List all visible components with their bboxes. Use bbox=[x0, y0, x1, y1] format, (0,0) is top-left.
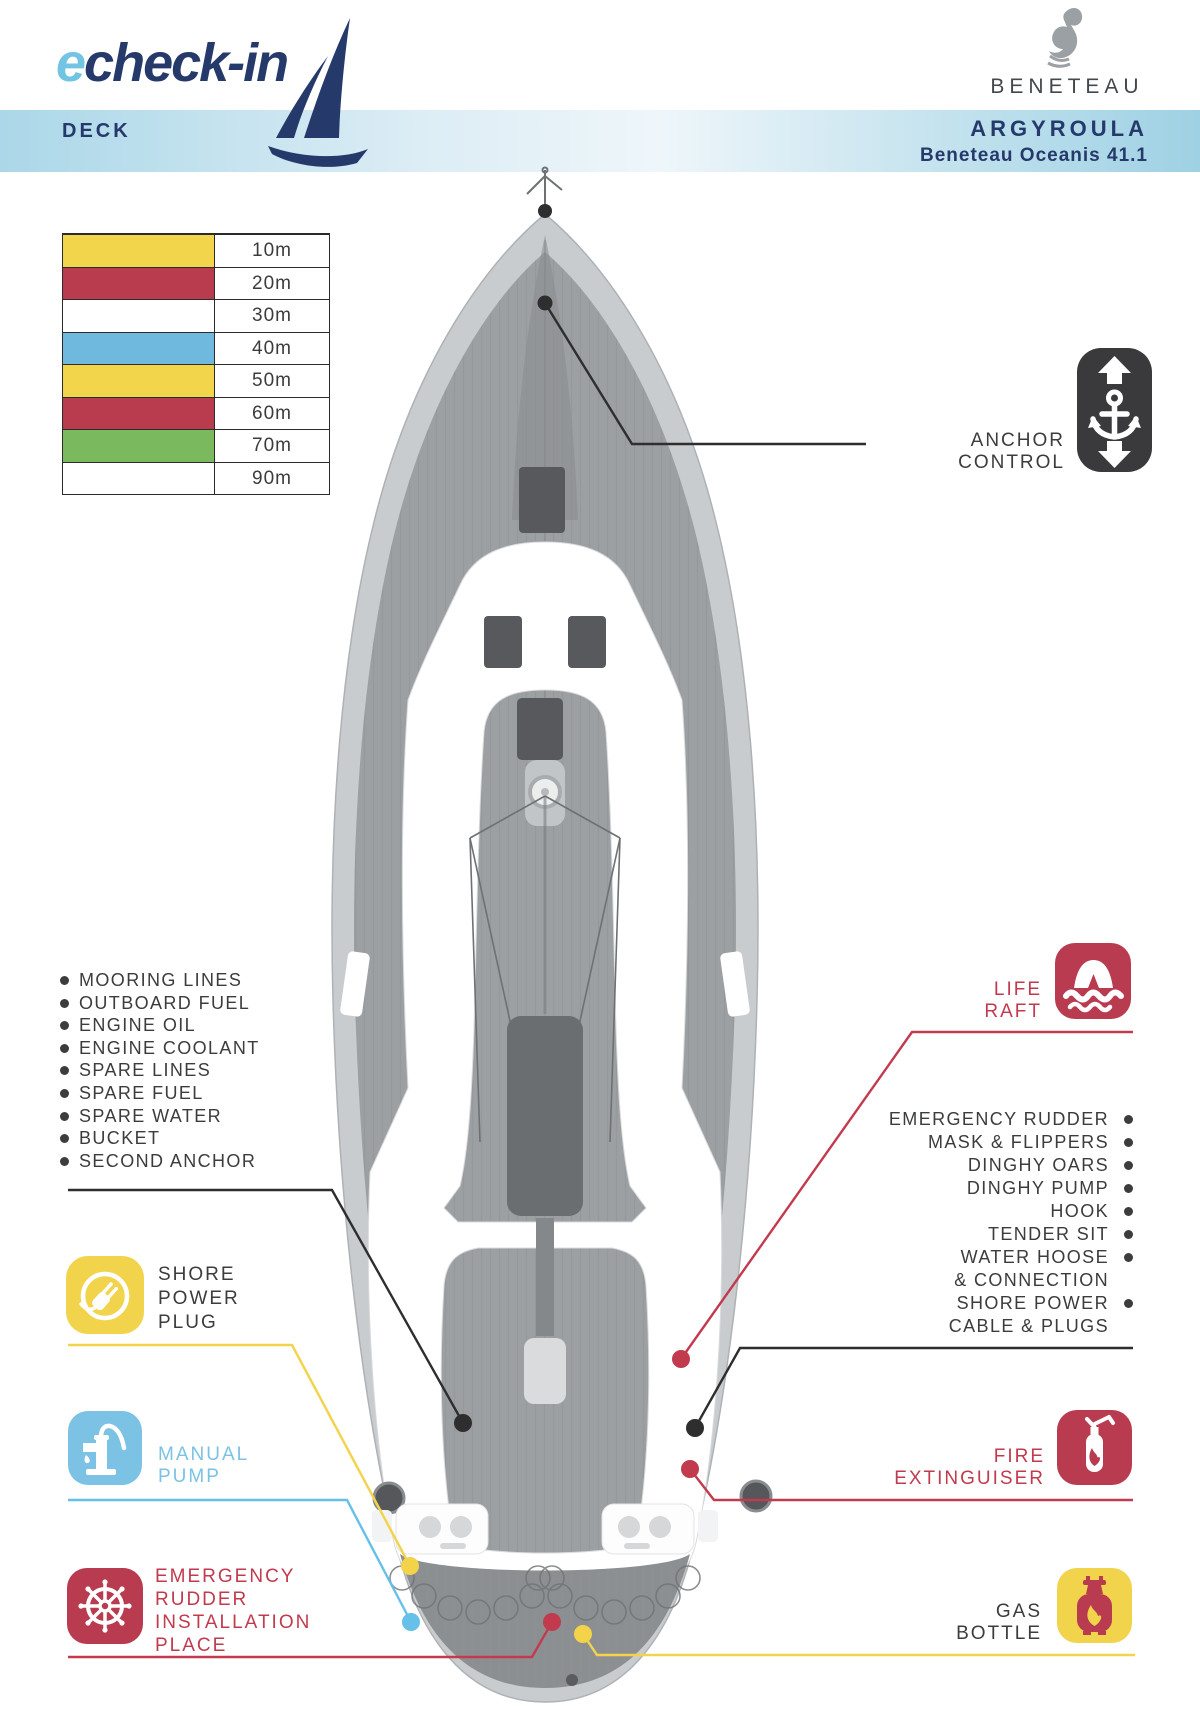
legend-row: 30m bbox=[63, 299, 329, 332]
inventory-item: SHORE POWER CABLE & PLUGS bbox=[889, 1292, 1133, 1338]
inventory-item: ENGINE COOLANT bbox=[60, 1037, 260, 1060]
legend-color-swatch bbox=[63, 300, 215, 332]
inventory-item: ENGINE OIL bbox=[60, 1014, 260, 1037]
boat-model: Beneteau Oceanis 41.1 bbox=[920, 145, 1148, 166]
legend-length-label: 10m bbox=[252, 240, 292, 261]
windex-icon bbox=[526, 166, 563, 208]
legend-length-label: 70m bbox=[252, 435, 292, 456]
inventory-item: HOOK bbox=[889, 1200, 1133, 1223]
legend-color-swatch bbox=[63, 430, 215, 462]
logo-e: e bbox=[56, 33, 86, 93]
inventory-item: MASK & FLIPPERS bbox=[889, 1131, 1133, 1154]
steering-wheels bbox=[389, 1565, 701, 1625]
life-raft-icon bbox=[1055, 943, 1131, 1019]
legend-length-label: 50m bbox=[252, 370, 292, 391]
legend-row: 10m bbox=[63, 234, 329, 267]
bullet-icon bbox=[1124, 1184, 1133, 1193]
inventory-item: SECOND ANCHOR bbox=[60, 1150, 260, 1173]
bullet-icon bbox=[60, 1156, 69, 1166]
cabin-hatch-left bbox=[484, 616, 522, 668]
bullet-icon bbox=[1124, 1253, 1133, 1262]
bullet-icon bbox=[1124, 1207, 1133, 1216]
bullet-icon bbox=[60, 1066, 69, 1076]
header-band bbox=[0, 110, 1200, 172]
bullet-icon bbox=[60, 976, 69, 985]
inventory-item: EMERGENCY RUDDER bbox=[889, 1108, 1133, 1131]
gas-bottle-icon bbox=[1057, 1568, 1132, 1643]
cabin-hatch-center bbox=[517, 698, 563, 760]
legend-row: 50m bbox=[63, 364, 329, 397]
helm-consoles bbox=[372, 1503, 718, 1555]
life-raft-label: LIFE RAFT bbox=[984, 979, 1042, 1022]
bullet-icon bbox=[60, 1111, 69, 1121]
fire-extinguisher-icon bbox=[1057, 1410, 1132, 1485]
page-title: DECK bbox=[62, 120, 131, 142]
echeckin-logo: echeck-in bbox=[56, 32, 289, 94]
bullet-icon bbox=[1124, 1115, 1133, 1124]
leader-lines bbox=[68, 302, 1135, 1659]
inventory-item: BUCKET bbox=[60, 1127, 260, 1150]
legend-length-label: 90m bbox=[252, 467, 292, 489]
inventory-item: SPARE WATER bbox=[60, 1105, 260, 1128]
inventory-item: MOORING LINES bbox=[60, 969, 260, 992]
logo-rest: check-in bbox=[84, 33, 289, 93]
inventory-item: DINGHY PUMP bbox=[889, 1177, 1133, 1200]
emergency-rudder-place-label: EMERGENCY RUDDER INSTALLATION PLACE bbox=[155, 1566, 312, 1656]
beneteau-seahorse-icon bbox=[1047, 7, 1083, 68]
bullet-icon bbox=[1124, 1161, 1133, 1170]
legend-row: 90m bbox=[63, 461, 329, 494]
inventory-item: WATER HOOSE & CONNECTION bbox=[889, 1246, 1133, 1292]
legend-row: 40m bbox=[63, 331, 329, 364]
bullet-icon bbox=[60, 1134, 69, 1144]
brand-name: BENETEAU bbox=[990, 75, 1144, 98]
legend-color-swatch bbox=[63, 365, 215, 397]
foredeck-hatch bbox=[519, 467, 565, 533]
deck-inventory-list-right: EMERGENCY RUDDER MASK & FLIPPERS DINGHY … bbox=[889, 1108, 1133, 1338]
legend-row: 70m bbox=[63, 429, 329, 462]
legend-color-swatch bbox=[63, 235, 215, 267]
beneteau-brand: BENETEAU bbox=[982, 6, 1152, 99]
bullet-icon bbox=[60, 1088, 69, 1098]
manual-pump-icon bbox=[68, 1411, 142, 1485]
winch-right bbox=[739, 1479, 773, 1513]
gas-bottle-label: GAS BOTTLE bbox=[956, 1601, 1042, 1644]
cabin-hatch-right bbox=[568, 616, 606, 668]
emergency-rudder-place-icon bbox=[67, 1568, 143, 1644]
legend-row: 60m bbox=[63, 396, 329, 429]
shore-power-plug-icon bbox=[66, 1256, 144, 1334]
inventory-item: SPARE LINES bbox=[60, 1059, 260, 1082]
location-markers bbox=[401, 204, 704, 1643]
inventory-item: SPARE FUEL bbox=[60, 1082, 260, 1105]
bullet-icon bbox=[1124, 1299, 1133, 1308]
bullet-icon bbox=[1124, 1138, 1133, 1147]
boat-name: ARGYROULA bbox=[970, 116, 1148, 141]
legend-row: 20m bbox=[63, 266, 329, 299]
bullet-icon bbox=[60, 998, 69, 1008]
shore-power-plug-label: SHORE POWER PLUG bbox=[158, 1264, 240, 1333]
boat-hull bbox=[331, 166, 773, 1703]
rope-length-legend: 10m 20m 30m 40m 50m 60m 70m bbox=[62, 233, 330, 495]
deck-inventory-list-left: MOORING LINES OUTBOARD FUEL ENGINE OIL E… bbox=[60, 969, 260, 1172]
legend-color-swatch bbox=[63, 332, 215, 364]
anchor-control-label: ANCHOR CONTROL bbox=[958, 430, 1065, 473]
bullet-icon bbox=[60, 1043, 69, 1053]
inventory-item: TENDER SIT bbox=[889, 1223, 1133, 1246]
bullet-icon bbox=[60, 1021, 69, 1031]
legend-color-swatch bbox=[63, 397, 215, 429]
legend-length-label: 40m bbox=[252, 337, 292, 359]
boat-identity: ARGYROULA Beneteau Oceanis 41.1 bbox=[920, 116, 1148, 167]
anchor-control-icon bbox=[1077, 348, 1152, 472]
legend-length-label: 60m bbox=[252, 402, 292, 424]
sailboat-logo-icon bbox=[268, 18, 368, 167]
legend-color-swatch bbox=[63, 267, 215, 299]
legend-length-label: 20m bbox=[252, 272, 292, 294]
legend-length-label: 30m bbox=[252, 305, 292, 326]
inventory-item: DINGHY OARS bbox=[889, 1154, 1133, 1177]
manual-pump-label: MANUAL PUMP bbox=[158, 1444, 250, 1487]
legend-color-swatch bbox=[63, 462, 215, 494]
inventory-item: OUTBOARD FUEL bbox=[60, 992, 260, 1015]
fire-extinguisher-label: FIRE EXTINGUISER bbox=[894, 1446, 1045, 1489]
bullet-icon bbox=[1124, 1230, 1133, 1239]
